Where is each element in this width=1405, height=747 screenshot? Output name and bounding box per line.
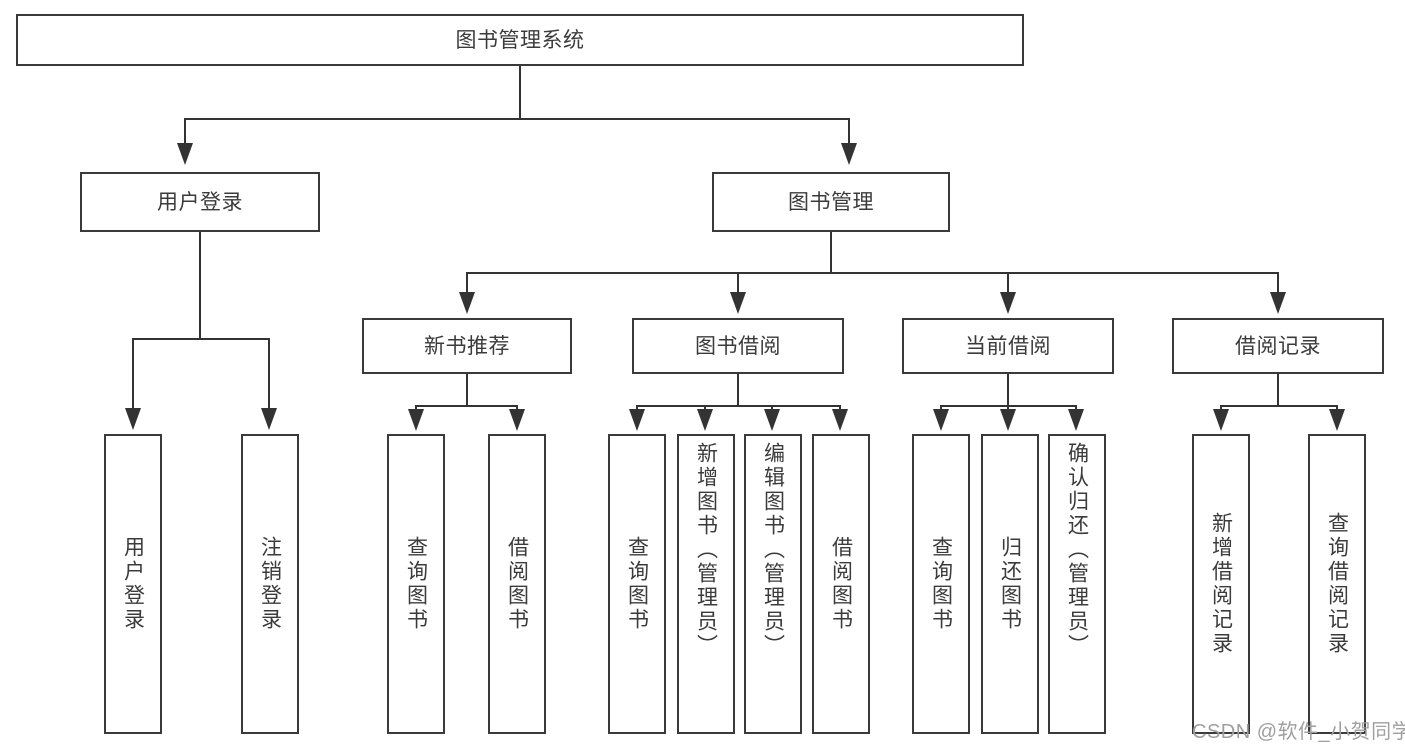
leaf-label: 新增借阅记录 bbox=[1209, 512, 1233, 656]
connector-level3-drop-4 bbox=[1277, 272, 1279, 292]
leaf-current-borrow-confirm-return-admin[interactable]: 确认归还（管理员） bbox=[1048, 434, 1106, 734]
leaf-current-borrow-query-book[interactable]: 查询图书 bbox=[912, 434, 970, 734]
connector-user-login-drop-2 bbox=[268, 338, 270, 408]
connector-borrow-record-bus bbox=[1220, 405, 1338, 407]
connector-user-login-bus bbox=[132, 338, 269, 340]
leaf-label: 查询图书 bbox=[625, 536, 649, 632]
connector-new-book-bus bbox=[415, 405, 518, 407]
connector-book-borrow-drop-1 bbox=[636, 405, 638, 409]
connector-current-borrow-drop-3 bbox=[1075, 405, 1077, 409]
leaf-label: 借阅图书 bbox=[829, 536, 853, 632]
leaf-user-login-logout[interactable]: 注销登录 bbox=[241, 434, 299, 734]
leaf-new-book-query-book[interactable]: 查询图书 bbox=[387, 434, 445, 734]
leaf-label: 新增图书（管理员） bbox=[694, 442, 718, 658]
connector-level3-bus bbox=[466, 272, 1278, 274]
arrowhead-level3-4 bbox=[1270, 292, 1286, 314]
connector-level2-drop-2 bbox=[848, 118, 850, 143]
node-root-book-management-system[interactable]: 图书管理系统 bbox=[16, 14, 1024, 66]
arrowhead-book-borrow-4 bbox=[832, 409, 848, 431]
connector-user-login-stem bbox=[199, 232, 201, 339]
connector-book-borrow-drop-4 bbox=[839, 405, 841, 409]
arrowhead-level2-1 bbox=[177, 143, 193, 165]
connector-book-borrow-stem bbox=[737, 374, 739, 406]
node-user-login[interactable]: 用户登录 bbox=[80, 172, 320, 232]
node-label: 借阅记录 bbox=[1235, 334, 1321, 358]
connector-new-book-stem bbox=[466, 374, 468, 406]
connector-level3-drop-2 bbox=[737, 272, 739, 292]
arrowhead-current-borrow-1 bbox=[933, 409, 949, 431]
connector-root-stem bbox=[519, 66, 521, 119]
node-new-book-recommend[interactable]: 新书推荐 bbox=[362, 318, 572, 374]
leaf-label: 编辑图书（管理员） bbox=[761, 442, 785, 658]
leaf-label: 确认归还（管理员） bbox=[1065, 442, 1089, 658]
connector-level3-drop-1 bbox=[466, 272, 468, 292]
connector-current-borrow-stem bbox=[1007, 374, 1009, 406]
leaf-book-borrow-edit-book-admin[interactable]: 编辑图书（管理员） bbox=[744, 434, 802, 734]
leaf-book-borrow-query-book[interactable]: 查询图书 bbox=[608, 434, 666, 734]
connector-new-book-drop-1 bbox=[415, 405, 417, 409]
connector-level2-bus bbox=[184, 118, 850, 120]
node-label: 新书推荐 bbox=[424, 334, 510, 358]
arrowhead-book-borrow-1 bbox=[629, 409, 645, 431]
arrowhead-level3-3 bbox=[1000, 292, 1016, 314]
connector-borrow-record-drop-1 bbox=[1220, 405, 1222, 409]
leaf-label: 查询图书 bbox=[404, 536, 428, 632]
leaf-label: 归还图书 bbox=[998, 536, 1022, 632]
node-current-borrow[interactable]: 当前借阅 bbox=[902, 318, 1114, 374]
connector-current-borrow-drop-2 bbox=[1007, 405, 1009, 409]
arrowhead-new-book-1 bbox=[408, 409, 424, 431]
leaf-new-book-borrow-book[interactable]: 借阅图书 bbox=[488, 434, 546, 734]
leaf-label: 查询借阅记录 bbox=[1325, 512, 1349, 656]
leaf-borrow-record-add-record[interactable]: 新增借阅记录 bbox=[1192, 434, 1250, 734]
arrowhead-user-login-2 bbox=[261, 408, 277, 430]
node-book-management[interactable]: 图书管理 bbox=[712, 172, 950, 232]
connector-level3-drop-3 bbox=[1007, 272, 1009, 292]
leaf-label: 查询图书 bbox=[929, 536, 953, 632]
csdn-watermark: CSDN @软件_小贺同学 bbox=[1192, 721, 1405, 743]
connector-book-borrow-drop-3 bbox=[771, 405, 773, 409]
arrowhead-level3-2 bbox=[730, 292, 746, 314]
connector-current-borrow-drop-1 bbox=[940, 405, 942, 409]
leaf-user-login-login[interactable]: 用户登录 bbox=[104, 434, 162, 734]
connector-book-borrow-drop-2 bbox=[704, 405, 706, 409]
node-label: 图书借阅 bbox=[695, 334, 781, 358]
leaf-borrow-record-query-record[interactable]: 查询借阅记录 bbox=[1308, 434, 1366, 734]
connector-book-borrow-bus bbox=[636, 405, 841, 407]
leaf-book-borrow-borrow-book[interactable]: 借阅图书 bbox=[812, 434, 870, 734]
node-label: 图书管理系统 bbox=[455, 28, 585, 52]
leaf-label: 注销登录 bbox=[258, 536, 282, 632]
leaf-current-borrow-return-book[interactable]: 归还图书 bbox=[981, 434, 1039, 734]
leaf-book-borrow-add-book-admin[interactable]: 新增图书（管理员） bbox=[677, 434, 735, 734]
arrowhead-book-borrow-2 bbox=[697, 409, 713, 431]
connector-level2-drop-1 bbox=[184, 118, 186, 143]
node-borrow-record[interactable]: 借阅记录 bbox=[1172, 318, 1384, 374]
node-book-borrow[interactable]: 图书借阅 bbox=[632, 318, 844, 374]
connector-borrow-record-drop-2 bbox=[1336, 405, 1338, 409]
arrowhead-borrow-record-2 bbox=[1329, 409, 1345, 431]
arrowhead-new-book-2 bbox=[509, 409, 525, 431]
connector-user-login-drop-1 bbox=[132, 338, 134, 408]
node-label: 图书管理 bbox=[788, 190, 874, 214]
arrowhead-level2-2 bbox=[841, 143, 857, 165]
connector-new-book-drop-2 bbox=[516, 405, 518, 409]
arrowhead-user-login-1 bbox=[125, 408, 141, 430]
arrowhead-book-borrow-3 bbox=[764, 409, 780, 431]
connector-book-management-stem bbox=[830, 232, 832, 273]
arrowhead-current-borrow-2 bbox=[1000, 409, 1016, 431]
node-label: 用户登录 bbox=[157, 190, 243, 214]
node-label: 当前借阅 bbox=[965, 334, 1051, 358]
arrowhead-level3-1 bbox=[459, 292, 475, 314]
arrowhead-borrow-record-1 bbox=[1213, 409, 1229, 431]
arrowhead-current-borrow-3 bbox=[1068, 409, 1084, 431]
connector-borrow-record-stem bbox=[1277, 374, 1279, 406]
leaf-label: 借阅图书 bbox=[505, 536, 529, 632]
leaf-label: 用户登录 bbox=[121, 536, 145, 632]
